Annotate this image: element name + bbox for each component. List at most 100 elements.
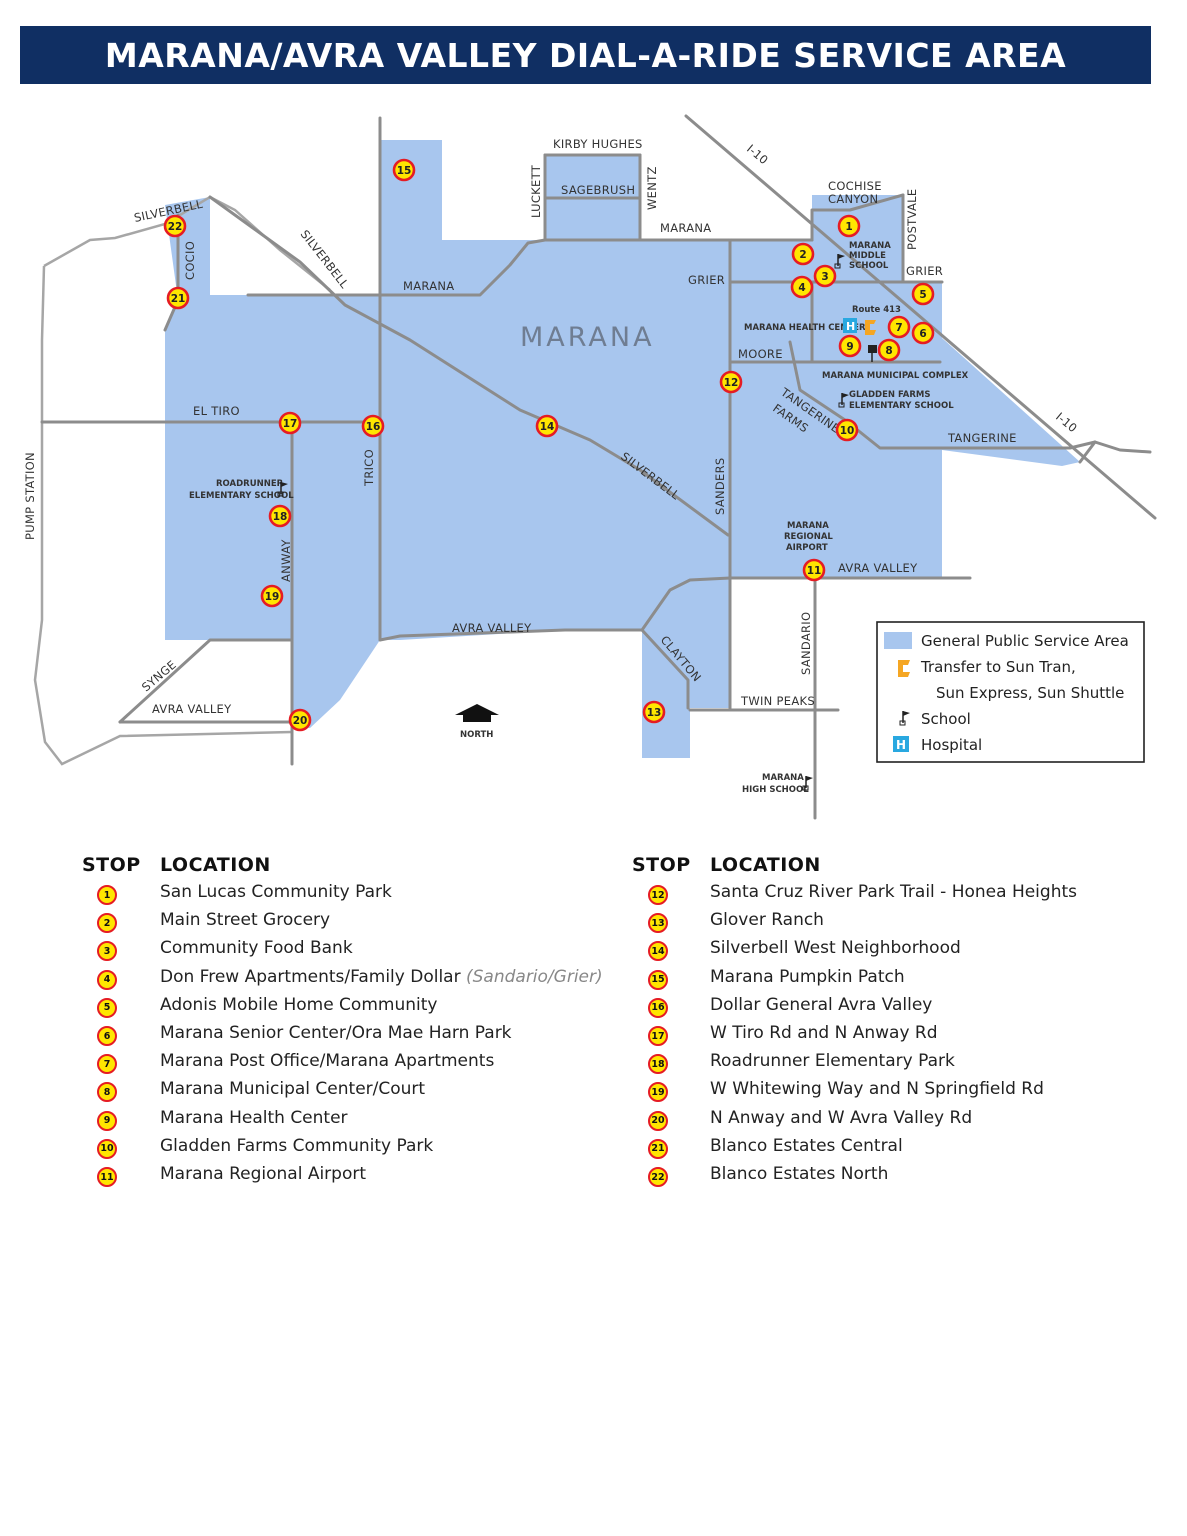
stop-number-badge: 17 — [648, 1026, 668, 1046]
stop-location: San Lucas Community Park — [160, 882, 392, 902]
map-stop-21[interactable]: 21 — [166, 286, 190, 310]
map-stop-18[interactable]: 18 — [268, 504, 292, 528]
map-stop-4[interactable]: 4 — [790, 275, 814, 299]
map-stop-16[interactable]: 16 — [361, 414, 385, 438]
map-stop-13[interactable]: 13 — [642, 700, 666, 724]
stop-location-name: N Anway and W Avra Valley Rd — [710, 1107, 973, 1128]
stop-number-badge: 13 — [648, 913, 668, 934]
map-stop-12[interactable]: 12 — [719, 370, 743, 394]
place-health-center: MARANA HEALTH CENTER — [744, 323, 866, 333]
road-clayton — [640, 628, 690, 710]
stop-header-right: STOP — [632, 854, 691, 876]
stop-number-badge: 3 — [97, 941, 117, 962]
stop-location: Santa Cruz River Park Trail - Honea Heig… — [710, 882, 1077, 902]
service-area-map: MARANA KIRBY HUGHES SAGEBRUSH LUCKETT WE… — [23, 114, 1157, 820]
road-i10 — [684, 114, 1157, 520]
stop-number: 10 — [100, 1143, 114, 1155]
map-stop-20[interactable]: 20 — [288, 708, 312, 732]
map-stop-3[interactable]: 3 — [813, 264, 837, 288]
map-legend: General Public Service Area Transfer to … — [876, 621, 1145, 763]
stop-number-badge: 20 — [648, 1110, 668, 1131]
stop-location: Adonis Mobile Home Community — [160, 995, 437, 1015]
legend-transfer-label-2: Sun Express, Sun Shuttle — [936, 684, 1124, 702]
road-label-pump-station: PUMP STATION — [23, 452, 37, 540]
legend-hospital-label: Hospital — [921, 736, 982, 754]
road-label-cochise: COCHISE — [828, 179, 882, 193]
stop-location-name: Dollar General Avra Valley — [710, 994, 933, 1015]
stop-location-name: Don Frew Apartments/Family Dollar — [160, 966, 461, 987]
road-label-trico: TRICO — [362, 449, 376, 487]
stop-number: 1 — [103, 889, 111, 901]
stop-location-name: Santa Cruz River Park Trail - Honea Heig… — [710, 882, 1077, 902]
map-stop-8[interactable]: 8 — [877, 338, 901, 362]
place-airport-1: MARANA — [787, 521, 829, 531]
stop-location-name: Silverbell West Neighborhood — [710, 938, 961, 959]
stop-location-name: Community Food Bank — [160, 938, 353, 959]
stop-number: 21 — [651, 1143, 665, 1155]
map-stop-7[interactable]: 7 — [887, 315, 911, 339]
road-label-cocio: COCIO — [183, 241, 197, 280]
map-stop-19[interactable]: 19 — [260, 584, 284, 608]
stop-number-badge: 21 — [648, 1138, 668, 1159]
stop-location: Marana Regional Airport — [160, 1164, 366, 1184]
legend-school-label: School — [921, 710, 971, 728]
map-stop-1[interactable]: 1 — [837, 214, 861, 238]
road-label-grier-east: GRIER — [906, 264, 943, 278]
stop-location: Community Food Bank — [160, 938, 353, 958]
svg-text:18: 18 — [273, 511, 288, 523]
stop-location-name: W Whitewing Way and N Springfield Rd — [710, 1079, 1044, 1100]
stop-location: N Anway and W Avra Valley Rd — [710, 1108, 972, 1128]
stop-location: Blanco Estates Central — [710, 1136, 903, 1156]
road-label-anway: ANWAY — [279, 539, 293, 582]
road-label-synge: SYNGE — [139, 657, 179, 694]
stop-location-name: Gladden Farms Community Park — [160, 1135, 434, 1156]
map-stop-2[interactable]: 2 — [791, 242, 815, 266]
road-label-i10-south: I-10 — [1053, 410, 1080, 436]
map-stop-9[interactable]: 9 — [838, 334, 862, 358]
stop-location: Blanco Estates North — [710, 1164, 888, 1184]
page-title: MARANA/AVRA VALLEY DIAL-A-RIDE SERVICE A… — [104, 35, 1067, 75]
stop-number-badge: 19 — [648, 1082, 668, 1103]
stop-number-badge: 5 — [97, 997, 117, 1018]
school-icon — [277, 482, 288, 497]
stop-location-name: Main Street Grocery — [160, 910, 331, 931]
svg-text:H: H — [846, 320, 855, 333]
place-middle-school-3: SCHOOL — [849, 261, 889, 271]
svg-text:3: 3 — [821, 271, 828, 283]
location-header-right: LOCATION — [710, 854, 821, 876]
place-roadrunner-1: ROADRUNNER — [216, 479, 284, 489]
map-stop-6[interactable]: 6 — [911, 321, 935, 345]
svg-text:6: 6 — [919, 328, 926, 340]
stop-location: Silverbell West Neighborhood — [710, 938, 961, 958]
school-icon — [834, 254, 845, 269]
stop-number-badge: 12 — [648, 885, 668, 905]
map-stop-15[interactable]: 15 — [392, 158, 416, 182]
stop-number: 3 — [103, 945, 111, 957]
stop-number: 20 — [651, 1115, 665, 1127]
svg-text:19: 19 — [265, 591, 280, 603]
stop-location: Marana Health Center — [160, 1108, 348, 1128]
stop-number: 6 — [103, 1030, 111, 1042]
stop-location: Roadrunner Elementary Park — [710, 1051, 955, 1071]
road-label-i10-north: I-10 — [744, 142, 771, 168]
legend-service-swatch — [884, 632, 912, 649]
map-stop-10[interactable]: 10 — [835, 418, 859, 442]
map-stop-14[interactable]: 14 — [535, 414, 559, 438]
place-gladden-2: ELEMENTARY SCHOOL — [849, 401, 954, 411]
stop-location: Gladden Farms Community Park — [160, 1136, 433, 1156]
map-stop-22[interactable]: 22 — [163, 214, 187, 238]
stop-number: 15 — [651, 974, 665, 986]
north-label: NORTH — [460, 730, 493, 740]
svg-text:15: 15 — [397, 165, 412, 177]
stop-number: 9 — [103, 1115, 111, 1127]
map-stop-17[interactable]: 17 — [278, 411, 302, 435]
map-stop-11[interactable]: 11 — [802, 558, 826, 582]
road-label-tangerine-east: TANGERINE — [947, 431, 1017, 445]
svg-text:1: 1 — [845, 221, 852, 233]
map-stop-5[interactable]: 5 — [911, 282, 935, 306]
legend-service-label: General Public Service Area — [921, 632, 1129, 650]
place-middle-school-1: MARANA — [849, 241, 891, 251]
svg-text:16: 16 — [366, 421, 381, 433]
place-high-school-1: MARANA — [762, 773, 804, 783]
svg-text:9: 9 — [846, 341, 853, 353]
